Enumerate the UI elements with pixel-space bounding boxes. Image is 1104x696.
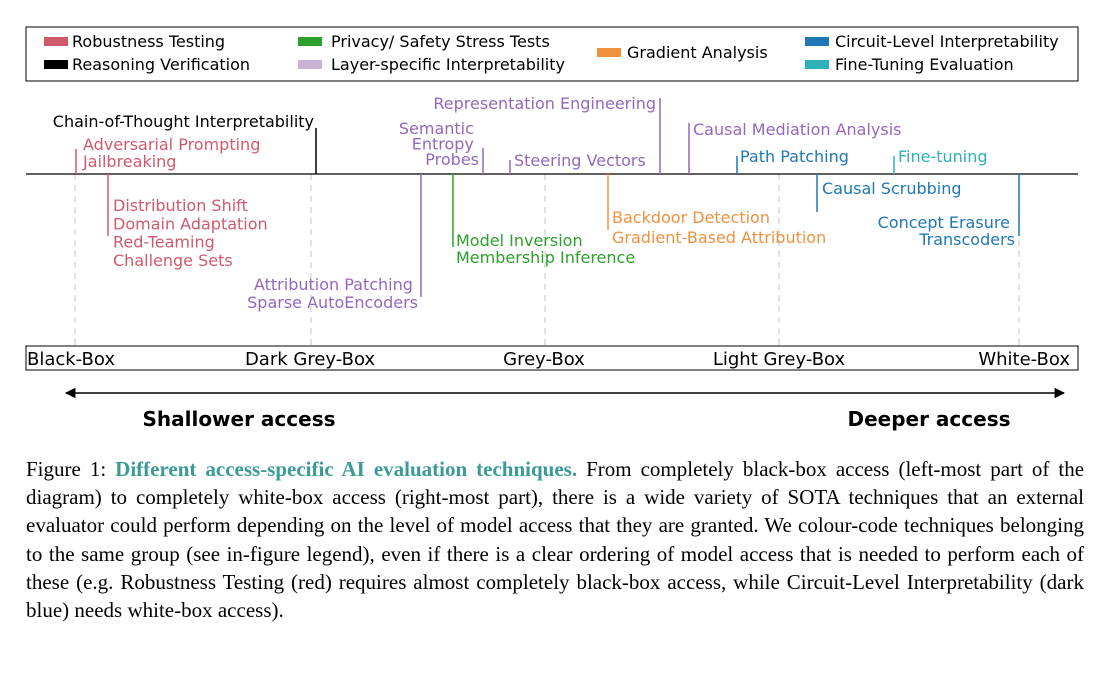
label-adversarial-prompting: Adversarial Prompting Jailbreaking [82,135,265,171]
axis-label-dark-grey-box: Dark Grey-Box [245,349,375,370]
legend-label-reasoning: Reasoning Verification [72,55,250,74]
label-line: Gradient-Based Attribution [612,228,826,247]
legend-swatch-reasoning [44,60,68,69]
label-causal-mediation: Causal Mediation Analysis [693,120,902,139]
legend-label-finetune: Fine-Tuning Evaluation [835,55,1014,74]
legend-swatch-finetune [805,60,829,69]
label-fine-tuning: Fine-tuning [898,147,988,166]
legend-label-circuit: Circuit-Level Interpretability [835,32,1059,51]
legend-swatch-robustness [44,37,68,46]
axis-label-grey-box: Grey-Box [503,349,585,370]
grid-lines [74,174,1020,346]
label-line: Entropy [412,135,474,154]
axis-label-light-grey-box: Light Grey-Box [713,349,846,370]
label-distribution-shift: Distribution Shift Domain Adaptation Red… [113,196,273,270]
legend-label-privacy: Privacy/ Safety Stress Tests [331,32,550,51]
access-axis-box [25,345,1079,371]
label-model-inversion: Model Inversion Membership Inference [456,231,635,267]
label-line: Red-Teaming [113,233,215,252]
label-line: Domain Adaptation [113,214,268,233]
label-line: Path Patching [740,147,849,166]
label-line: Representation Engineering [433,94,656,113]
access-diagram: Robustness Testing Reasoning Verificatio… [25,26,1079,431]
label-semantic-entropy-probes: Semantic Entropy Probes [399,119,479,169]
access-axis-labels: Black-Box Dark Grey-Box Grey-Box Light G… [27,349,1070,370]
label-backdoor-detection: Backdoor Detection Gradient-Based Attrib… [612,208,826,247]
legend-swatch-gradient [597,48,621,57]
label-line: Concept Erasure [878,213,1010,232]
legend-swatch-privacy [298,37,322,46]
label-attribution-patching: Attribution Patching Sparse AutoEncoders [247,275,418,312]
label-line: Chain-of-Thought Interpretability [53,112,314,131]
legend-entry-layer: Layer-specific Interpretability [298,55,565,74]
label-chain-of-thought: Chain-of-Thought Interpretability [53,112,314,131]
label-line: Causal Scrubbing [822,179,962,198]
deeper-access-label: Deeper access [847,407,1010,431]
label-steering-vectors: Steering Vectors [514,151,646,170]
axis-label-white-box: White-Box [978,349,1070,370]
label-concept-erasure: Concept Erasure Transcoders [878,213,1015,249]
tick-lines [75,98,1020,297]
legend-label-robustness: Robustness Testing [72,32,225,51]
legend-entry-finetune: Fine-Tuning Evaluation [805,55,1014,74]
label-line: Semantic [399,119,474,138]
technique-labels: Chain-of-Thought Interpretability Advers… [53,94,1015,312]
label-line: Jailbreaking [82,152,176,171]
legend-entry-robustness: Robustness Testing [44,32,225,51]
caption-body: From completely black-box access (left-m… [26,457,1085,623]
label-line: Challenge Sets [113,251,233,270]
shallower-access-label: Shallower access [142,407,335,431]
caption-title: Different access-specific AI evaluation … [115,457,578,481]
legend-entry-privacy: Privacy/ Safety Stress Tests [298,32,550,51]
figure-caption: Figure 1: Different access-specific AI e… [26,455,1084,624]
label-line: Backdoor Detection [612,208,770,227]
label-line: Fine-tuning [898,147,988,166]
legend-swatch-circuit [805,37,829,46]
legend-entry-gradient: Gradient Analysis [597,43,768,62]
legend-box [25,26,1079,82]
legend-label-gradient: Gradient Analysis [627,43,768,62]
label-line: Model Inversion [456,231,583,250]
label-representation-engineering: Representation Engineering [433,94,656,113]
legend-entry-circuit: Circuit-Level Interpretability [805,32,1059,51]
label-line: Steering Vectors [514,151,646,170]
label-line: Attribution Patching [254,275,413,294]
label-line: Causal Mediation Analysis [693,120,902,139]
legend-label-layer: Layer-specific Interpretability [331,55,565,74]
axis-label-black-box: Black-Box [27,349,115,370]
legend-swatch-layer [298,60,322,69]
label-line: Membership Inference [456,248,635,267]
label-line: Transcoders [918,230,1015,249]
label-line: Adversarial Prompting [83,135,260,154]
label-line: Sparse AutoEncoders [247,293,418,312]
label-line: Probes [425,150,479,169]
label-line: Distribution Shift [113,196,248,215]
label-path-patching: Path Patching [740,147,849,166]
legend-entry-reasoning: Reasoning Verification [44,55,250,74]
caption-label: Figure 1: [26,457,107,481]
label-causal-scrubbing: Causal Scrubbing [822,179,962,198]
